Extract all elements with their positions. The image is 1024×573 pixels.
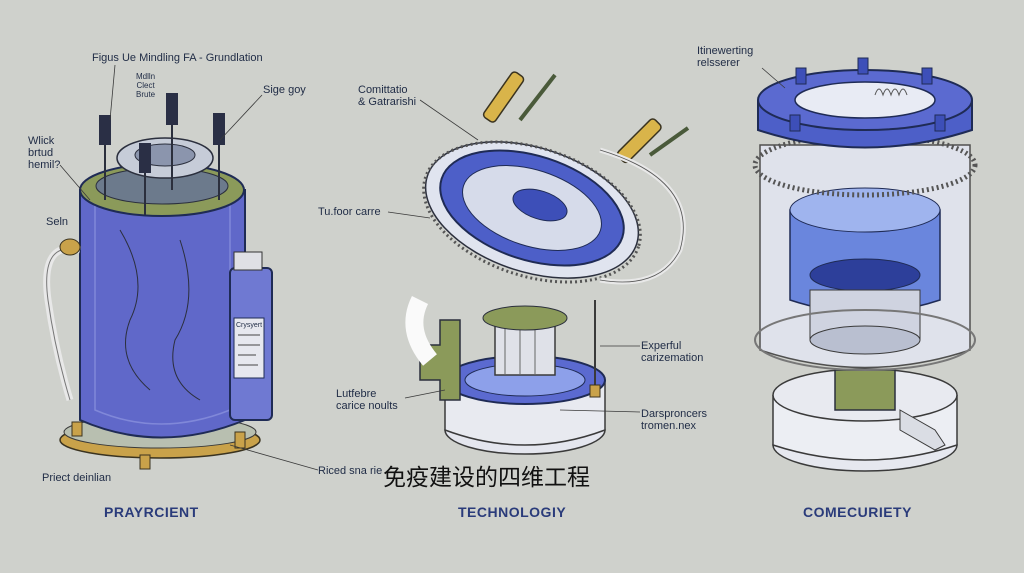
caption-left: PRAYRCIENT: [104, 504, 199, 520]
label-mid-experful: Experful carizemation: [641, 340, 704, 364]
label-left-sige: Sige goy: [263, 84, 306, 96]
label-left-stack: Mdlln Clect Brute: [136, 72, 156, 99]
label-left-priect: Priect deinlian: [42, 472, 112, 484]
caption-right: COMECURIETY: [803, 504, 912, 520]
left-machine: [43, 64, 319, 471]
overlay-title: 免疫建设的四维工程: [383, 465, 590, 491]
label-left-title: Figus Ue Mindling FA - Grundlation: [92, 52, 263, 64]
label-mid-tufoor: Tu.foor carre: [318, 206, 381, 218]
label-mid-comit: Comittatio & Gatrarishi: [358, 84, 417, 108]
label-left-riced: Riced sna rie: [318, 465, 383, 477]
middle-machine: [387, 71, 690, 455]
label-left-seln: Seln: [46, 216, 69, 228]
label-mid-darsp: Darsproncers tromen.nex: [641, 408, 708, 432]
label-left-wick: Wlick brtud hemil?: [28, 135, 61, 171]
nameplate-text: Crysyert: [236, 322, 263, 329]
label-right-itin: Itinewerting relsserer: [697, 45, 754, 69]
right-machine: [752, 57, 978, 472]
caption-middle: TECHNOLOGIY: [458, 504, 567, 520]
label-mid-lutfebre: Lutfebre carice noults: [336, 388, 398, 412]
